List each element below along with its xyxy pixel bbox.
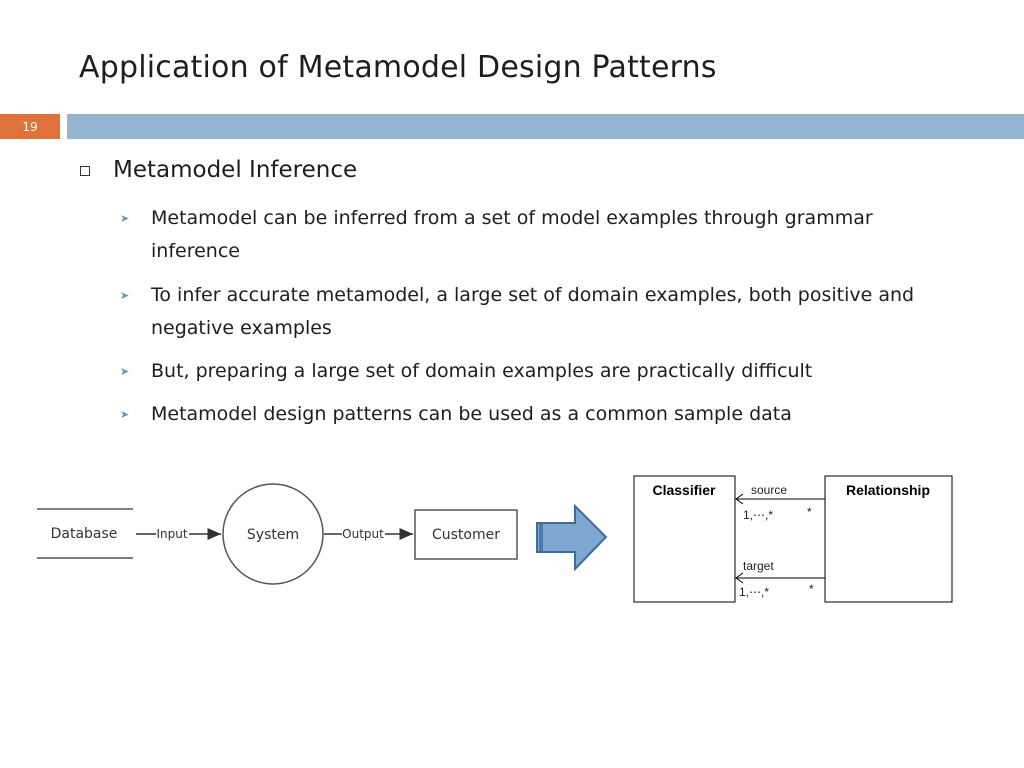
source-arrowhead-icon bbox=[735, 493, 744, 505]
bullet-text: Metamodel design patterns can be used as… bbox=[151, 403, 792, 425]
source-left-multiplicity: 1,⋯,* bbox=[743, 508, 773, 522]
list-item: ➤ Metamodel design patterns can be used … bbox=[120, 398, 960, 431]
source-right-multiplicity: * bbox=[807, 505, 812, 519]
target-arrowhead-icon bbox=[735, 572, 744, 584]
arrow-bullet-icon: ➤ bbox=[120, 212, 130, 225]
list-item: ➤ But, preparing a large set of domain e… bbox=[120, 355, 960, 388]
relationship-class-box bbox=[824, 475, 953, 603]
transform-arrow-icon bbox=[536, 503, 608, 572]
output-flow-label: Output bbox=[342, 527, 384, 541]
header-bar bbox=[67, 114, 1024, 139]
classifier-class-name: Classifier bbox=[652, 482, 716, 498]
bullet-text: But, preparing a large set of domain exa… bbox=[151, 360, 813, 382]
process-label: System bbox=[247, 527, 299, 543]
entity-label: Customer bbox=[432, 527, 500, 543]
slide-title: Application of Metamodel Design Patterns bbox=[79, 50, 717, 85]
arrow-bullet-icon: ➤ bbox=[120, 365, 130, 378]
dataflow-diagram: Database Input System Output Customer bbox=[37, 483, 608, 585]
classifier-class-box bbox=[633, 475, 736, 603]
arrow-bullet-icon: ➤ bbox=[120, 289, 130, 302]
bullet-text: Metamodel can be inferred from a set of … bbox=[151, 207, 873, 262]
entity-box bbox=[414, 509, 518, 560]
target-right-multiplicity: * bbox=[809, 582, 814, 596]
list-item: ➤ To infer accurate metamodel, a large s… bbox=[120, 279, 960, 345]
heading-text: Metamodel Inference bbox=[113, 157, 358, 183]
process-circle bbox=[222, 483, 324, 585]
target-left-multiplicity: 1,⋯,* bbox=[739, 585, 769, 599]
arrow-bullet-icon: ➤ bbox=[120, 408, 130, 421]
slide-number: 19 bbox=[0, 114, 60, 139]
heading-bullet: Metamodel Inference bbox=[80, 157, 357, 183]
bullet-text: To infer accurate metamodel, a large set… bbox=[151, 284, 915, 339]
target-role-label: target bbox=[743, 559, 774, 573]
source-role-label: source bbox=[751, 483, 787, 497]
uml-class-diagram: Classifier Relationship source 1,⋯,* * t… bbox=[633, 475, 953, 603]
datastore-label: Database bbox=[51, 526, 118, 542]
input-flow-label: Input bbox=[156, 527, 187, 541]
square-bullet-icon bbox=[80, 166, 90, 176]
relationship-class-name: Relationship bbox=[846, 482, 930, 498]
list-item: ➤ Metamodel can be inferred from a set o… bbox=[120, 202, 960, 268]
